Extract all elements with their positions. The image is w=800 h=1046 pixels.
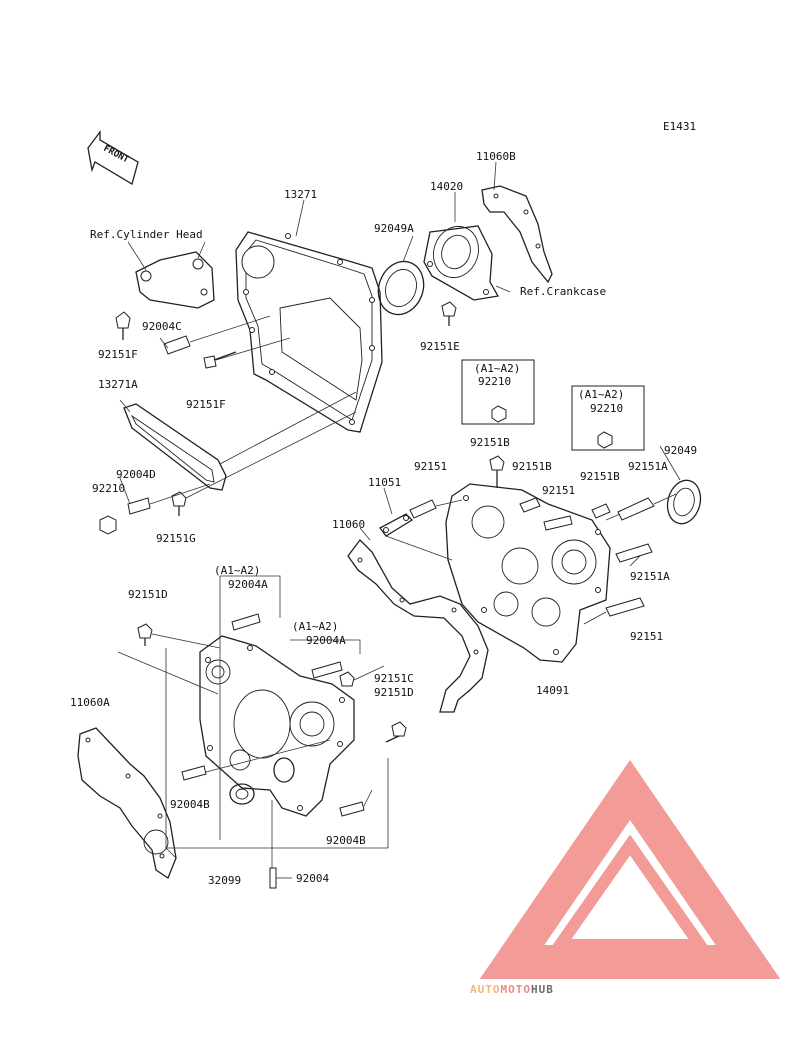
bolt-92151F-a [115, 311, 131, 340]
applicability-2: (A1~A2) [578, 388, 624, 401]
ref-cylinder-head-label: Ref.Cylinder Head [90, 228, 203, 241]
label-92151E: 92151E [420, 340, 460, 353]
stud-92004D [127, 497, 151, 515]
label-92004D: 92004D [116, 468, 156, 481]
nut-92210-c [597, 431, 613, 449]
label-92004: 92004 [296, 872, 329, 885]
label-92151A-a: 92151A [628, 460, 668, 473]
oil-seal-92049A [377, 260, 425, 316]
label-92151G: 92151G [156, 532, 196, 545]
watermark-logo [479, 759, 781, 979]
bolt-92151-b [543, 515, 573, 531]
bolt-92151A-a [617, 497, 655, 521]
label-11060B: 11060B [476, 150, 516, 163]
label-92049A: 92049A [374, 222, 414, 235]
gasket-11060B [481, 185, 553, 284]
label-92004A-a: 92004A [228, 578, 268, 591]
bracket-11051 [379, 513, 453, 561]
gasket-13271 [235, 231, 383, 433]
label-13271A: 13271A [98, 378, 138, 391]
label-11051: 11051 [368, 476, 401, 489]
label-92151F-b: 92151F [186, 398, 226, 411]
bracket-13271A [123, 403, 227, 491]
label-14020: 14020 [430, 180, 463, 193]
bolt-92151-a [409, 499, 437, 519]
label-92151A-b: 92151A [630, 570, 670, 583]
bolt-92151B-c [591, 503, 611, 519]
diagram-code: E1431 [663, 120, 696, 133]
bolt-92151F-b [203, 351, 237, 369]
ref-crankcase-label: Ref.Crankcase [520, 285, 606, 298]
watermark-moto-text: MOTO [501, 983, 532, 996]
label-11060A: 11060A [70, 696, 110, 709]
applicability-3: (A1~A2) [214, 564, 260, 577]
label-92151B-b: 92151B [512, 460, 552, 473]
watermark-auto-text: AUTO [470, 983, 501, 996]
label-92210-a: 92210 [92, 482, 125, 495]
label-11060: 11060 [332, 518, 365, 531]
stud-92004 [269, 867, 277, 889]
nut-92210-a [99, 515, 117, 535]
filter-32099 [273, 757, 295, 783]
bolt-92151E [441, 301, 457, 326]
stud-92004A-b [311, 661, 343, 679]
label-92004A-b: 92004A [306, 634, 346, 647]
stud-92004B-a [181, 765, 207, 781]
applicability-1: (A1~A2) [474, 362, 520, 375]
gasket-11060 [347, 539, 489, 713]
front-arrow-icon: FRONT [87, 130, 139, 185]
watermark-hub-text: HUB [531, 983, 554, 996]
label-32099: 32099 [208, 874, 241, 887]
label-92004B-b: 92004B [326, 834, 366, 847]
cover-14091 [445, 483, 611, 663]
label-13271: 13271 [284, 188, 317, 201]
bolt-92151C [339, 671, 355, 687]
label-92151F-a: 92151F [98, 348, 138, 361]
watermark-auto: AUTOMOTOHUB [470, 983, 554, 996]
label-92004C: 92004C [142, 320, 182, 333]
stud-92004B-b [339, 801, 365, 817]
label-92210-c: 92210 [590, 402, 623, 415]
label-92210-b: 92210 [478, 375, 511, 388]
cylinder-head-bracket [127, 241, 215, 309]
bolt-92151D-b [385, 721, 407, 743]
label-92151-c: 92151 [630, 630, 663, 643]
gasket-11060A [77, 727, 177, 879]
label-92151D-a: 92151D [128, 588, 168, 601]
stud-92004C [163, 335, 191, 355]
bolt-92151-c [605, 597, 645, 617]
label-92049: 92049 [664, 444, 697, 457]
ring-32099 [229, 783, 255, 805]
label-92151-a: 92151 [414, 460, 447, 473]
applicability-box-2 [571, 385, 645, 451]
applicability-4: (A1~A2) [292, 620, 338, 633]
oil-seal-92049 [666, 479, 702, 525]
housing-32099 [199, 635, 355, 817]
label-92151D-b: 92151D [374, 686, 414, 699]
label-92151B-a: 92151B [470, 436, 510, 449]
nut-92210-b [491, 405, 507, 423]
label-92151C: 92151C [374, 672, 414, 685]
label-92151-b: 92151 [542, 484, 575, 497]
label-92151B-c: 92151B [580, 470, 620, 483]
front-label: FRONT [102, 144, 131, 166]
label-92004B-a: 92004B [170, 798, 210, 811]
applicability-box-1 [461, 359, 535, 425]
label-14091: 14091 [536, 684, 569, 697]
bolt-92151D-a [137, 623, 153, 646]
bolt-92151A-b [615, 543, 653, 563]
stud-92004A-a [231, 613, 261, 631]
housing-14020 [423, 225, 500, 301]
bolt-92151B-b [519, 497, 541, 513]
bolt-92151B-a [489, 455, 505, 488]
